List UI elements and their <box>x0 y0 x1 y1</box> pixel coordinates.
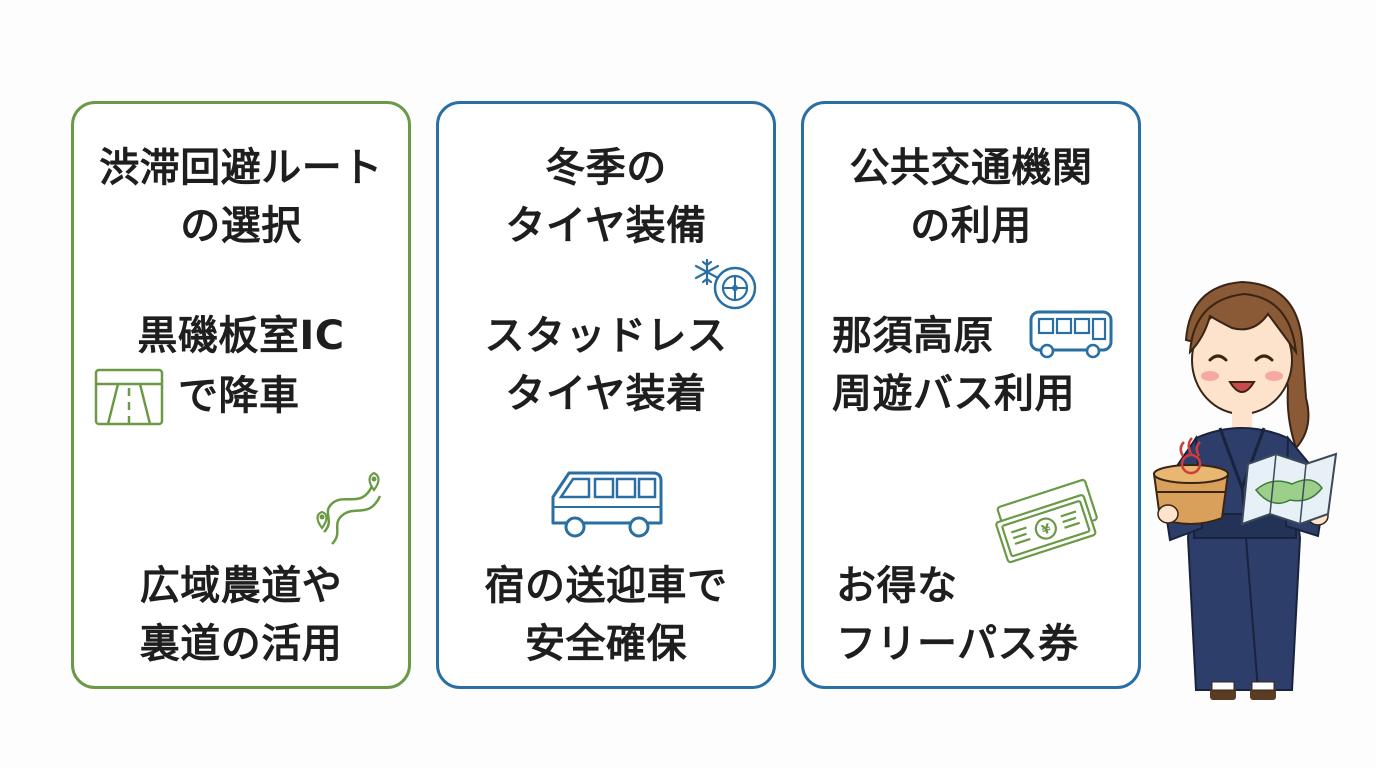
yukata-woman-illustration <box>1150 278 1350 726</box>
item-1-line-1: 黒磯板室IC <box>137 313 345 359</box>
item-2-line-1: お得な <box>836 563 958 609</box>
card-title-line-1: 冬季の <box>545 145 667 191</box>
card-title-line-1: 公共交通機関 <box>849 145 1093 191</box>
item-2-line-2: 安全確保 <box>525 621 687 667</box>
bus-icon <box>1028 309 1114 361</box>
card-title-line-1: 渋滞回避ルート <box>99 145 383 191</box>
svg-text:¥: ¥ <box>1040 522 1053 539</box>
card-title-line-2: の利用 <box>910 203 1032 249</box>
card-winter-tires: 冬季の タイヤ装備 スタッドレス タイヤ装着 <box>436 101 776 689</box>
item-1-line-1: 那須高原 <box>832 313 994 359</box>
highway-icon <box>94 368 164 426</box>
item-2-line-2: 裏道の活用 <box>139 621 343 667</box>
item-1-line-2: タイヤ装着 <box>505 371 707 417</box>
card-traffic-avoidance: 渋滞回避ルート の選択 黒磯板室IC で降車 広域農道や 裏道の活用 <box>71 101 411 689</box>
card-public-transport: 公共交通機関 の利用 那須高原 周遊バス利用 <box>801 101 1141 689</box>
shuttle-van-icon <box>549 467 665 541</box>
card-title-line-2: タイヤ装備 <box>505 203 707 249</box>
item-1-line-1: スタッドレス <box>484 313 728 359</box>
item-2-line-1: 広域農道や <box>139 563 343 609</box>
item-2-line-1: 宿の送迎車で <box>484 563 728 609</box>
winding-route-icon <box>310 468 388 550</box>
card-title-line-2: の選択 <box>180 203 302 249</box>
item-2-line-2: フリーパス券 <box>836 621 1079 667</box>
item-1-line-2: で降車 <box>178 373 300 419</box>
ticket-icon: ¥ <box>990 474 1110 570</box>
snow-tire-icon <box>691 256 759 310</box>
item-1-line-2: 周遊バス利用 <box>832 371 1075 417</box>
